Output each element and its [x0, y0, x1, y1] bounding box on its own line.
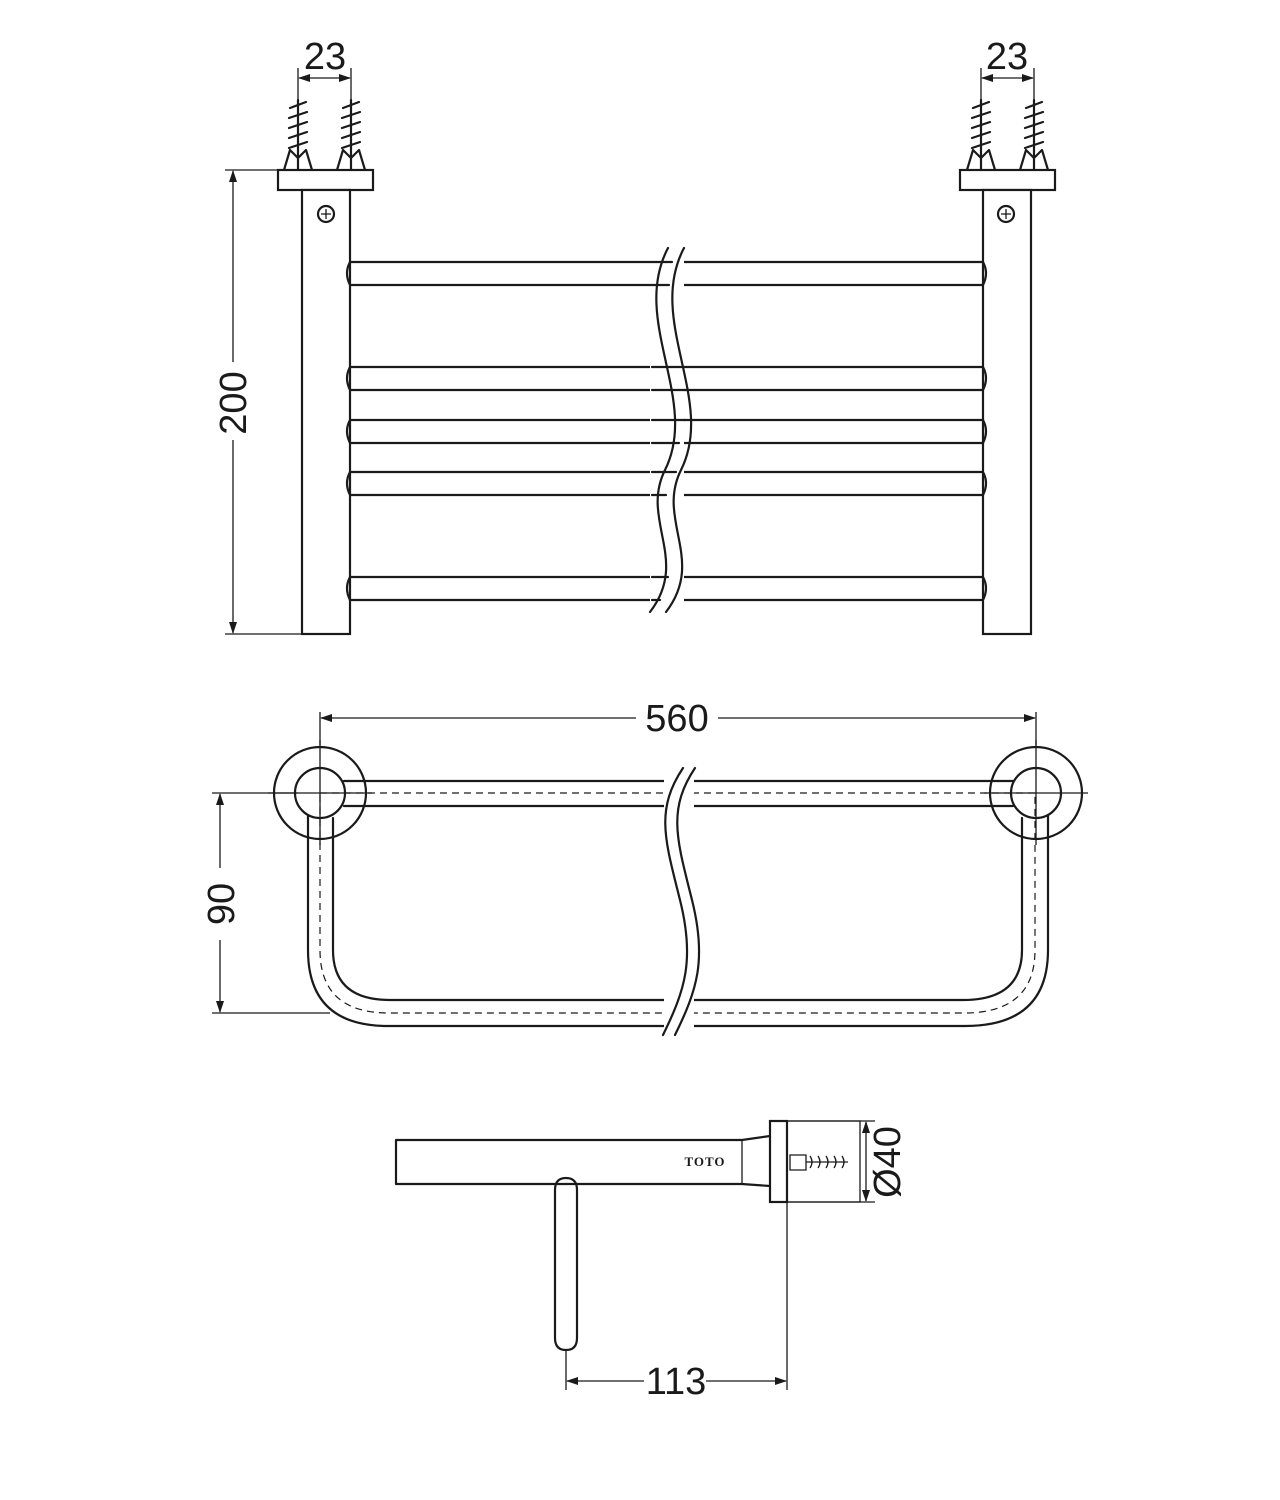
wall-anchor-right-a	[965, 98, 997, 172]
dim-23-left-label: 23	[304, 36, 346, 78]
dimension-anchor-spacing-right: 23	[980, 36, 1035, 100]
side-anchor	[789, 1154, 848, 1171]
break-line-top	[661, 766, 701, 1037]
dimension-projection: 113	[565, 1202, 788, 1403]
mounting-plate-right	[958, 168, 1057, 192]
front-view: 23 23 200	[213, 36, 1057, 636]
post-right	[981, 188, 1033, 636]
dimension-height: 200	[213, 169, 302, 635]
set-screw-right	[996, 204, 1016, 224]
dim-113-label: 113	[646, 1361, 707, 1403]
brand-mark: TOTO	[684, 1154, 725, 1169]
dim-560-label: 560	[645, 698, 708, 740]
mounting-plate-left	[276, 168, 375, 192]
flange-right	[984, 740, 1088, 845]
dimension-depth: 90	[201, 792, 330, 1014]
dimension-anchor-spacing-left: 23	[297, 36, 352, 100]
dimension-flange-diameter: Ø40	[787, 1120, 909, 1203]
dim-23-right-label: 23	[986, 36, 1028, 78]
wall-anchor-left-a	[282, 98, 314, 172]
set-screw-left	[316, 204, 336, 224]
wall-anchor-right-b	[1018, 98, 1050, 172]
shelf-bars	[345, 260, 988, 602]
break-line-front	[648, 246, 693, 614]
rail-leg	[553, 1176, 579, 1352]
dim-90-label: 90	[201, 883, 243, 925]
dim-40-label: Ø40	[867, 1126, 909, 1198]
top-view: 560 90	[201, 698, 1088, 1037]
post-left	[300, 188, 352, 636]
wall-anchor-left-b	[335, 98, 367, 172]
dimension-width: 560	[319, 698, 1037, 745]
side-view: TOTO Ø40 113	[394, 1119, 909, 1403]
side-flange	[768, 1119, 789, 1204]
dim-200-label: 200	[213, 371, 255, 434]
